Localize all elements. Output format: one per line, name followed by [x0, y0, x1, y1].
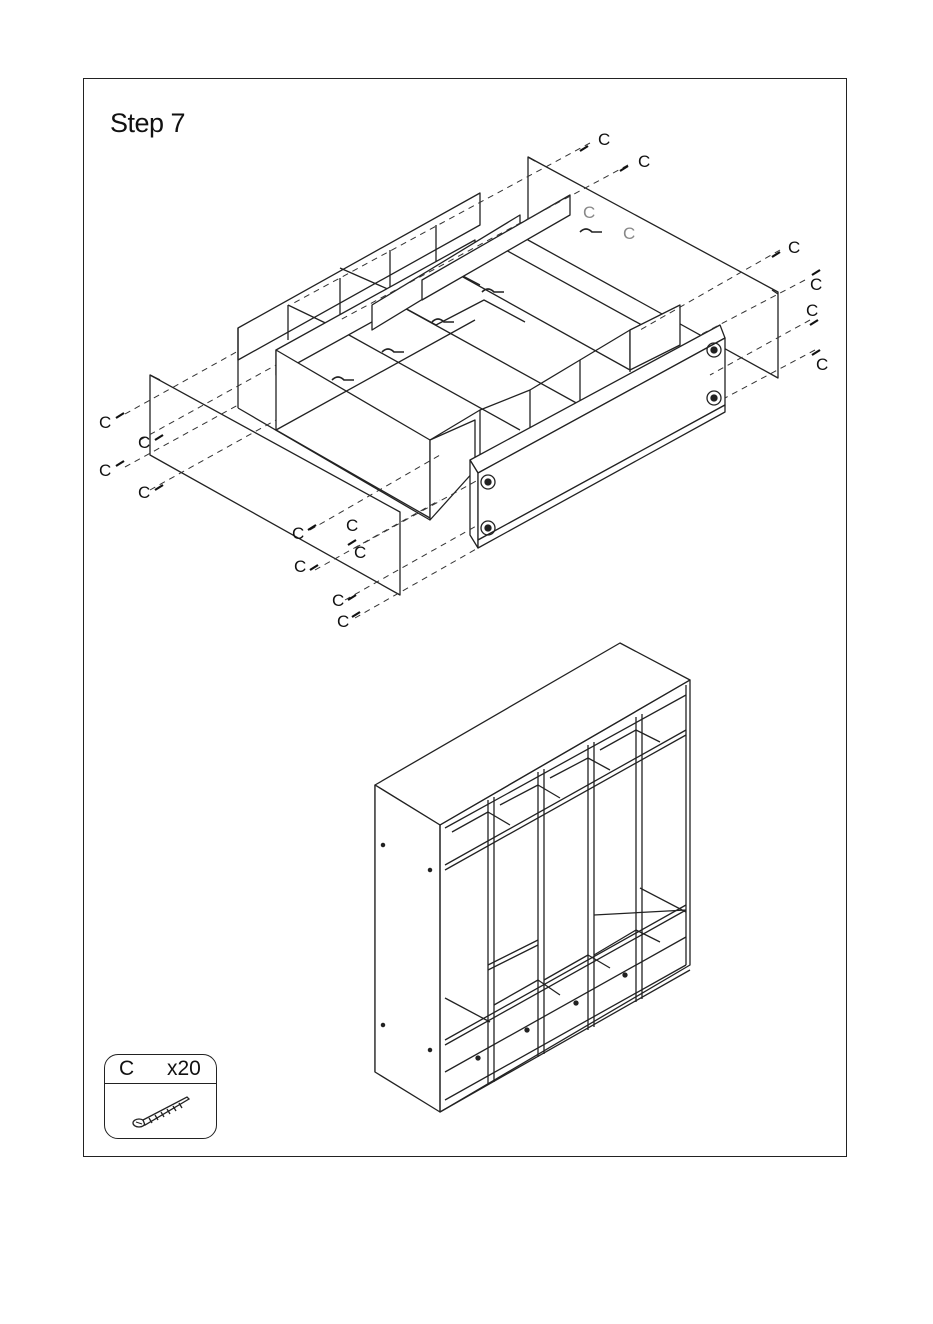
screw-callout: C: [810, 275, 822, 294]
screw-callout: C: [806, 301, 818, 320]
screw-callout: C: [138, 433, 150, 452]
hardware-quantity: x20: [167, 1057, 201, 1081]
screw-callout: C: [346, 516, 358, 535]
screw-callout: C: [332, 591, 344, 610]
screw-callout: C: [294, 557, 306, 576]
screw-callout: C: [138, 483, 150, 502]
screw-callout: C: [337, 612, 349, 631]
screw-icon: [131, 1089, 195, 1133]
screw-callout: C: [99, 461, 111, 480]
screw-callout: C: [354, 543, 366, 562]
legend-divider: [105, 1083, 216, 1084]
hardware-legend: C x20: [104, 1054, 217, 1139]
screw-callout: C: [99, 413, 111, 432]
hardware-part-letter: C: [119, 1057, 134, 1081]
screw-callout: C: [623, 224, 635, 243]
screw-callout: C: [598, 130, 610, 149]
screw-callout: C: [583, 203, 595, 222]
screw-callout: C: [816, 355, 828, 374]
screw-callout: C: [638, 152, 650, 171]
screw-callout: C: [292, 524, 304, 543]
screw-callout: C: [788, 238, 800, 257]
base-rail: [470, 325, 725, 548]
exploded-view: C C C C C C C C C C C C C C C C C C: [99, 130, 828, 631]
assembled-cubby: [375, 643, 690, 1112]
